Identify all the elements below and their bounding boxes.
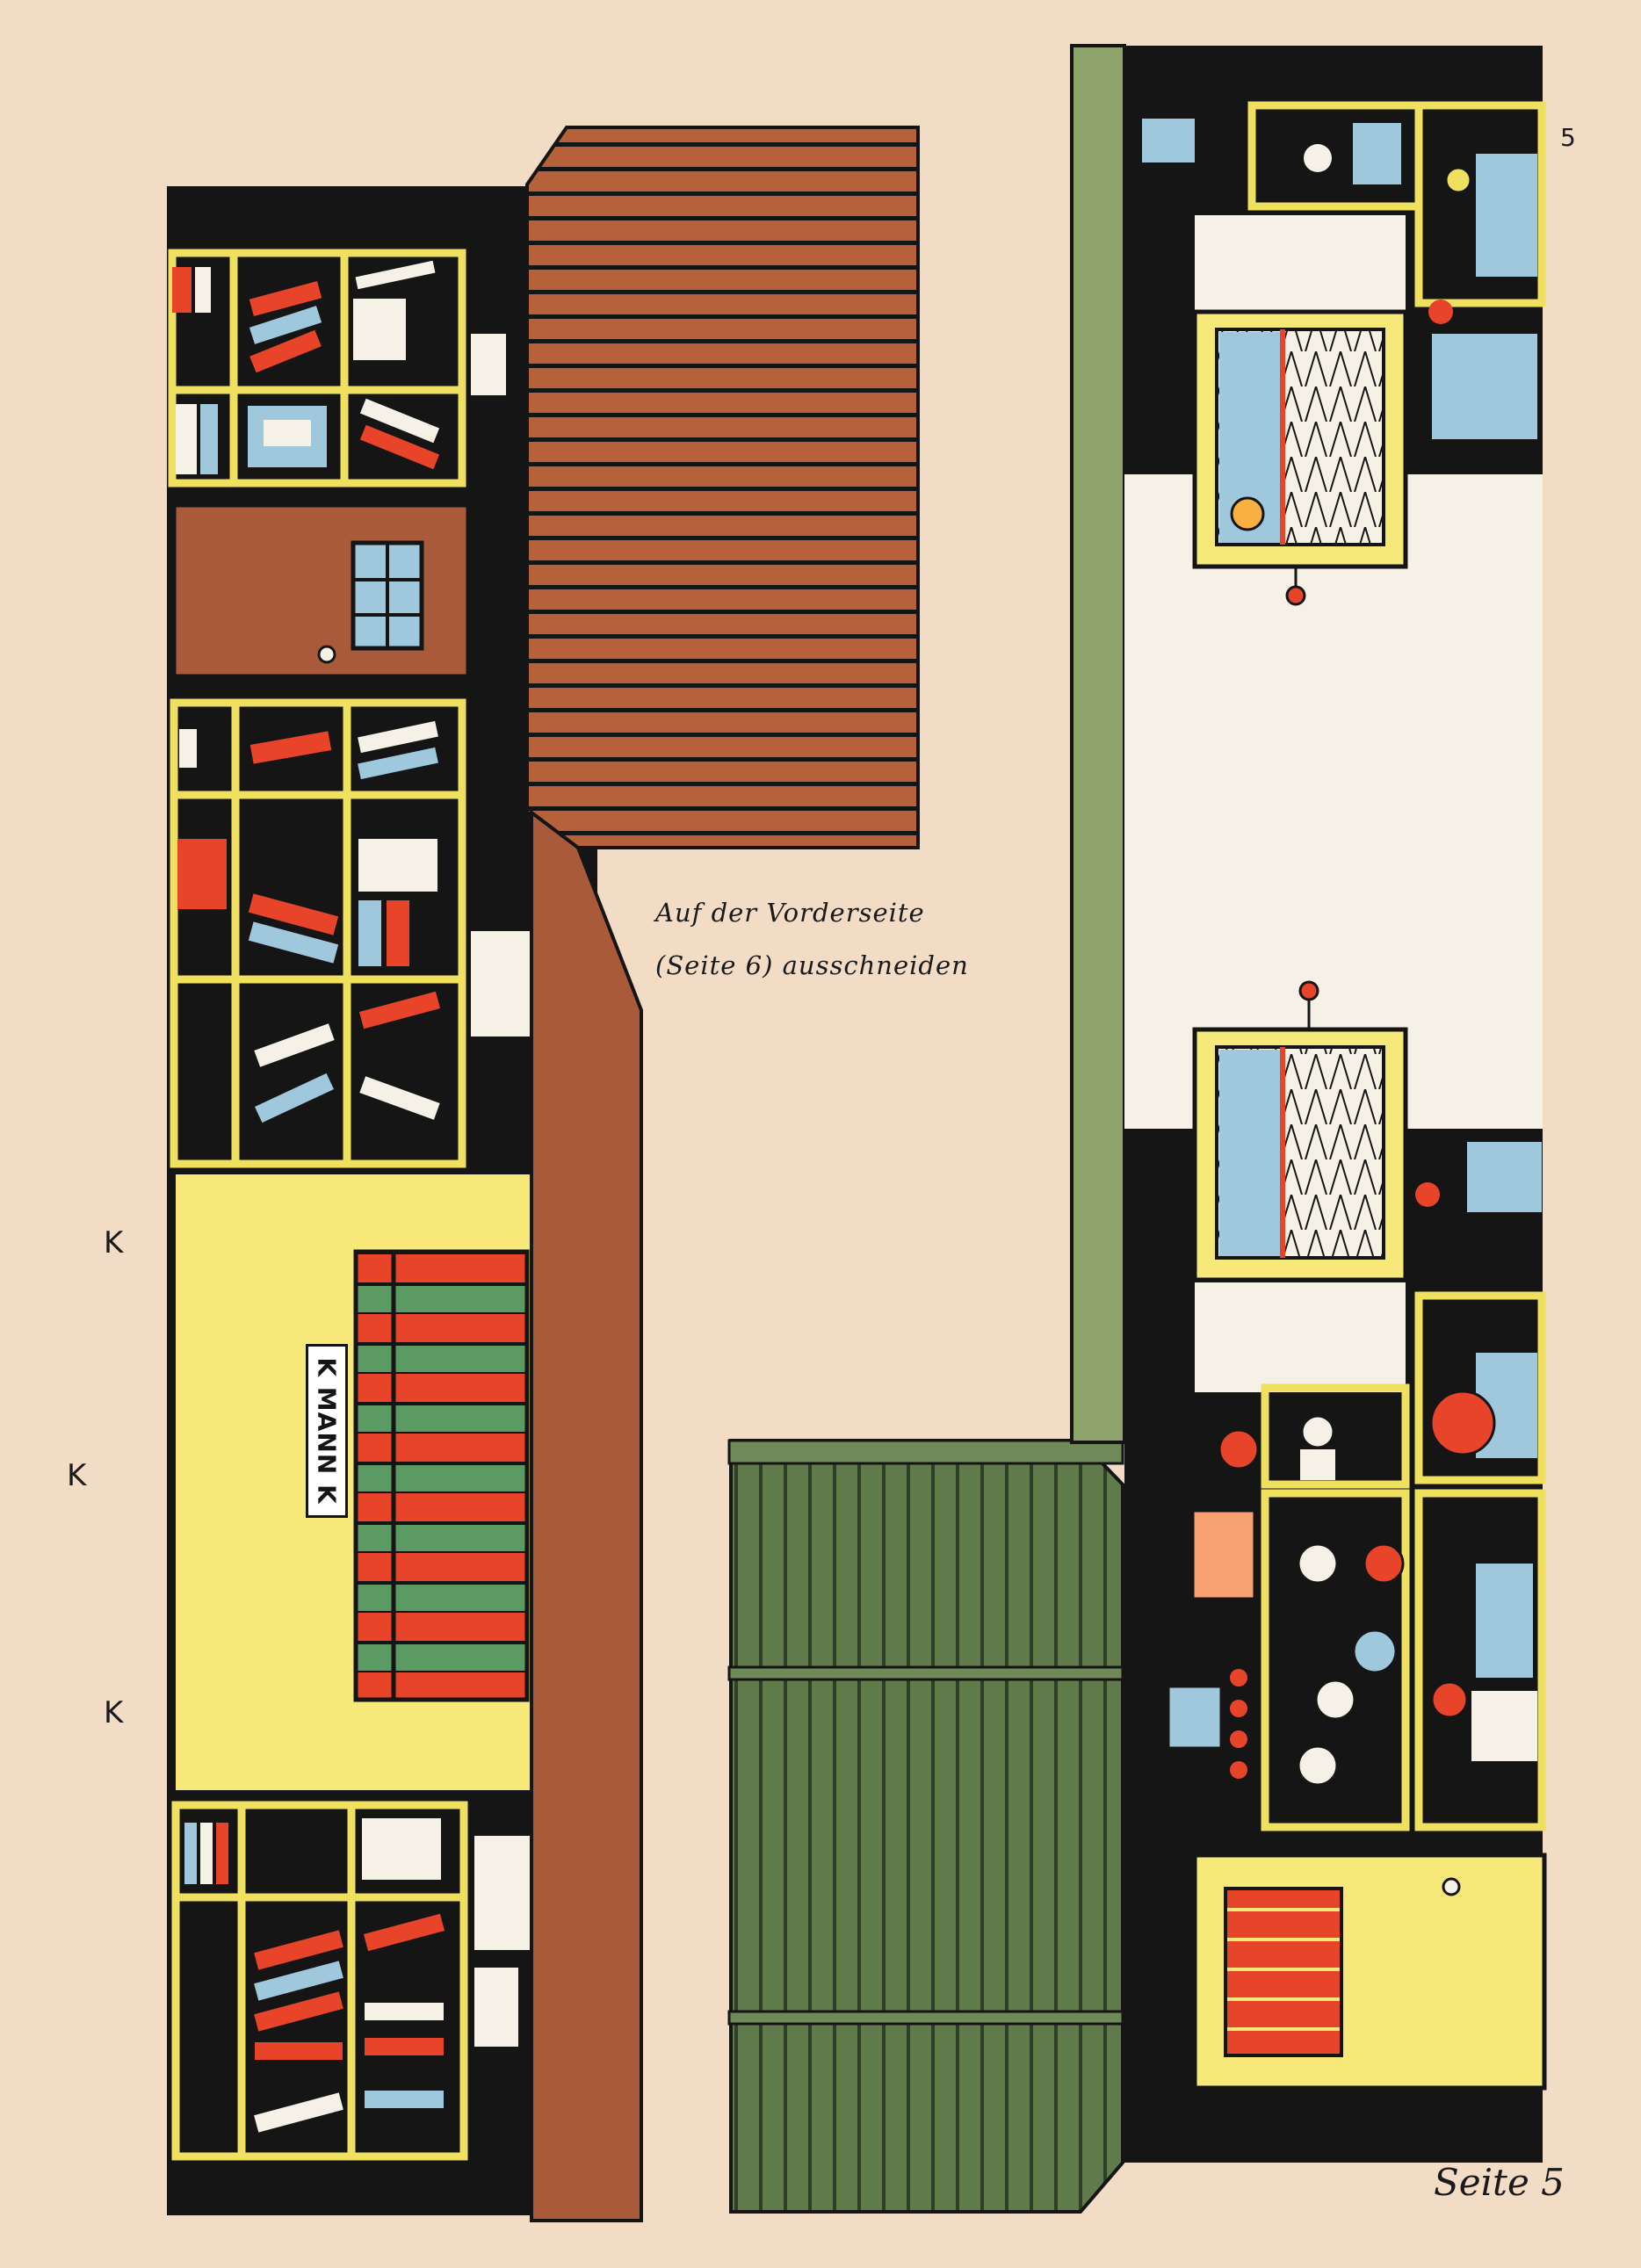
page-number-mark: 5 (1560, 123, 1576, 152)
roof-panel (525, 126, 920, 849)
cutout-instruction-line-2: (Seite 6) ausschneiden (655, 950, 969, 980)
cutout-instruction-line-1: Auf der Vorderseite (655, 898, 925, 928)
fold-mark: K (67, 1458, 87, 1493)
book-icon (177, 720, 532, 1123)
lamp-icon (1467, 1142, 1542, 1212)
side-wall (530, 808, 643, 2222)
doll-icon (1297, 1542, 1339, 1585)
doll-icon (1314, 1679, 1356, 1721)
toy-robot-icon (1167, 1685, 1223, 1750)
green-door-panel (729, 1439, 1124, 2214)
doll-icon (1304, 144, 1332, 172)
doll-icon (1428, 300, 1453, 324)
book-icon (172, 260, 506, 474)
book-spine-label: K MANN K (306, 1344, 348, 1518)
doll-icon (1300, 1414, 1335, 1449)
page-label: Seite 5 (1434, 2161, 1565, 2204)
book-spine-text: K MANN K (312, 1357, 342, 1505)
window-bottom (1192, 980, 1408, 1282)
doll-icon (1430, 1680, 1469, 1719)
fold-mark: K (104, 1225, 124, 1260)
book-stack (353, 1249, 530, 1702)
window-top (1192, 309, 1408, 606)
ball-icon (1444, 166, 1472, 194)
doll-icon (1363, 1542, 1405, 1585)
ball-icon (1218, 1428, 1260, 1470)
book-icon (184, 1818, 536, 2133)
ball-icon (1352, 1629, 1398, 1674)
lamp-icon (1142, 119, 1195, 163)
doll-icon (1297, 1744, 1339, 1787)
spinning-top-icon (1429, 1390, 1496, 1456)
fold-mark: K (104, 1695, 124, 1730)
door (171, 502, 471, 679)
nursery-wall (1070, 44, 1547, 2163)
toy-house (1191, 1509, 1256, 1600)
